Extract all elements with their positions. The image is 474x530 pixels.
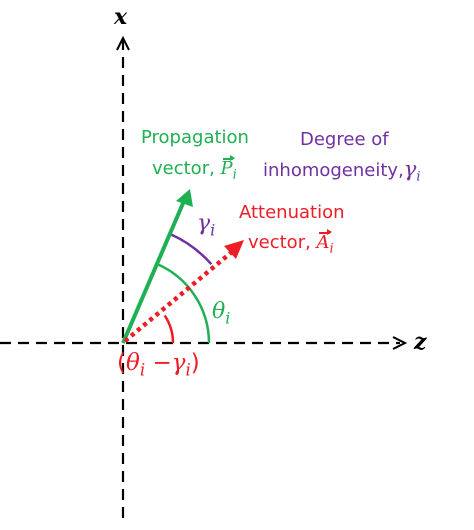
theta-arc bbox=[155, 262, 211, 344]
attenuation-subscript: i bbox=[329, 241, 334, 257]
attenuation-symbol: A bbox=[317, 229, 332, 256]
propagation-label-line1: Propagation bbox=[141, 127, 249, 148]
difference-open-paren: ( bbox=[117, 350, 126, 376]
difference-close-paren: ) bbox=[190, 350, 200, 376]
theta-angle-symbol: θ bbox=[212, 299, 226, 324]
difference-theta: θ bbox=[125, 350, 140, 376]
x-axis-arrowhead bbox=[116, 35, 130, 51]
inhomogeneity-symbol: γ bbox=[403, 157, 417, 181]
difference-gamma-subscript: i bbox=[185, 360, 191, 380]
z-axis-arrowhead bbox=[392, 336, 408, 350]
theta-angle-subscript: i bbox=[225, 308, 231, 328]
propagation-label-prefix: vector, bbox=[152, 158, 221, 179]
inhomogeneity-label-line1: Degree of bbox=[300, 129, 389, 150]
theta-minus-gamma-arc bbox=[163, 314, 175, 344]
propagation-symbol: P bbox=[221, 155, 235, 182]
propagation-subscript: i bbox=[232, 167, 237, 183]
gamma-angle-label: γi bbox=[197, 211, 215, 243]
gamma-angle-symbol: γ bbox=[197, 211, 211, 236]
attenuation-label-prefix: vector, bbox=[248, 232, 317, 253]
propagation-vector-line bbox=[121, 200, 186, 344]
x-axis-label: x bbox=[114, 4, 128, 30]
theta-minus-gamma-label: (θi −γi) bbox=[117, 350, 200, 384]
difference-minus: − bbox=[145, 350, 172, 376]
inhomogeneity-label-line2: inhomogeneity,γi bbox=[263, 156, 421, 191]
z-axis-label: z bbox=[414, 329, 427, 355]
gamma-arc bbox=[169, 232, 213, 266]
inhomogeneity-label-prefix: inhomogeneity, bbox=[263, 160, 404, 181]
attenuation-label-line2: vector, Ai bbox=[248, 229, 334, 263]
difference-gamma: γ bbox=[171, 350, 186, 376]
propagation-vector-arrowhead bbox=[176, 189, 193, 207]
difference-theta-subscript: i bbox=[139, 360, 146, 380]
theta-angle-label: θi bbox=[212, 299, 230, 331]
attenuation-vector-arrowhead bbox=[224, 240, 244, 259]
attenuation-label-line1: Attenuation bbox=[239, 202, 345, 223]
propagation-label-line2: vector, Pi bbox=[152, 155, 237, 189]
gamma-angle-subscript: i bbox=[210, 220, 216, 240]
inhomogeneity-subscript: i bbox=[416, 169, 421, 185]
